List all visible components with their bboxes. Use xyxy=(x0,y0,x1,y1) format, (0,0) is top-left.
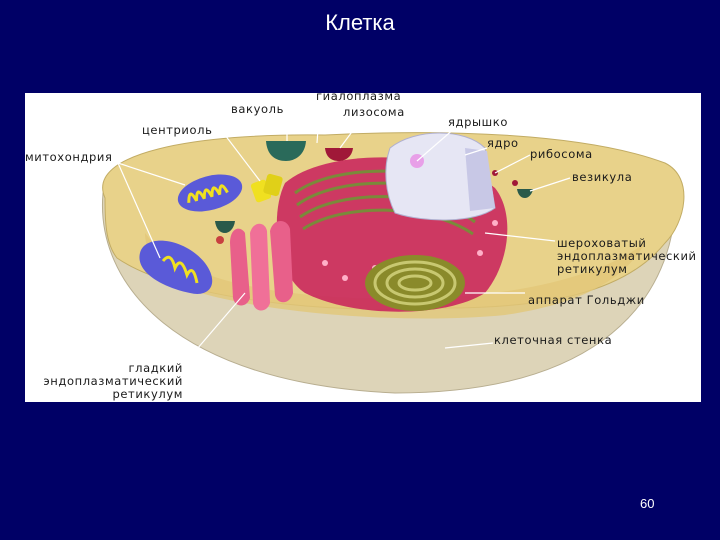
label-hyaloplasm: гиалоплазма xyxy=(316,93,402,103)
mitochondrion-shape-1 xyxy=(177,174,243,212)
centriole-shape xyxy=(250,173,283,203)
label-smooth-er-line2: эндоплазматический xyxy=(43,374,183,388)
vesicle-shape xyxy=(517,189,533,198)
label-centriole: центриоль xyxy=(142,123,213,137)
label-lysosome: лизосома xyxy=(343,105,405,119)
label-smooth-er-line3: ретикулум xyxy=(112,387,183,401)
label-nucleus: ядро xyxy=(487,136,519,150)
vacuole-shape xyxy=(266,141,306,161)
label-ribosome: рибосома xyxy=(530,147,593,161)
nucleus-shape xyxy=(385,132,496,221)
label-cell-wall: клеточная стенка xyxy=(494,333,613,347)
golgi-shape xyxy=(365,255,465,311)
leader-lines xyxy=(117,100,571,364)
label-smooth-er-line1: гладкий xyxy=(128,361,183,375)
cell-illustration xyxy=(101,100,685,394)
label-rough-er-line1: шероховатый xyxy=(557,236,647,250)
slide-title: Клетка xyxy=(325,10,395,35)
label-vacuole: вакуоль xyxy=(231,102,284,116)
label-mitochondria: митохондрия xyxy=(25,150,113,164)
smooth-er-shape xyxy=(230,220,293,311)
label-vesicle: везикула xyxy=(572,170,633,184)
label-nucleolus: ядрышко xyxy=(448,115,508,129)
cell-diagram: вакуоль гиалоплазма лизосома центриоль м… xyxy=(25,93,701,402)
label-golgi: аппарат Гольджи xyxy=(528,293,645,307)
cytoplasm-cut-face xyxy=(145,233,645,319)
label-rough-er-line3: ретикулум xyxy=(557,262,628,276)
page-number: 60 xyxy=(640,496,655,511)
lysosome-shape xyxy=(325,148,353,161)
label-rough-er-line2: эндоплазматический xyxy=(557,249,697,263)
